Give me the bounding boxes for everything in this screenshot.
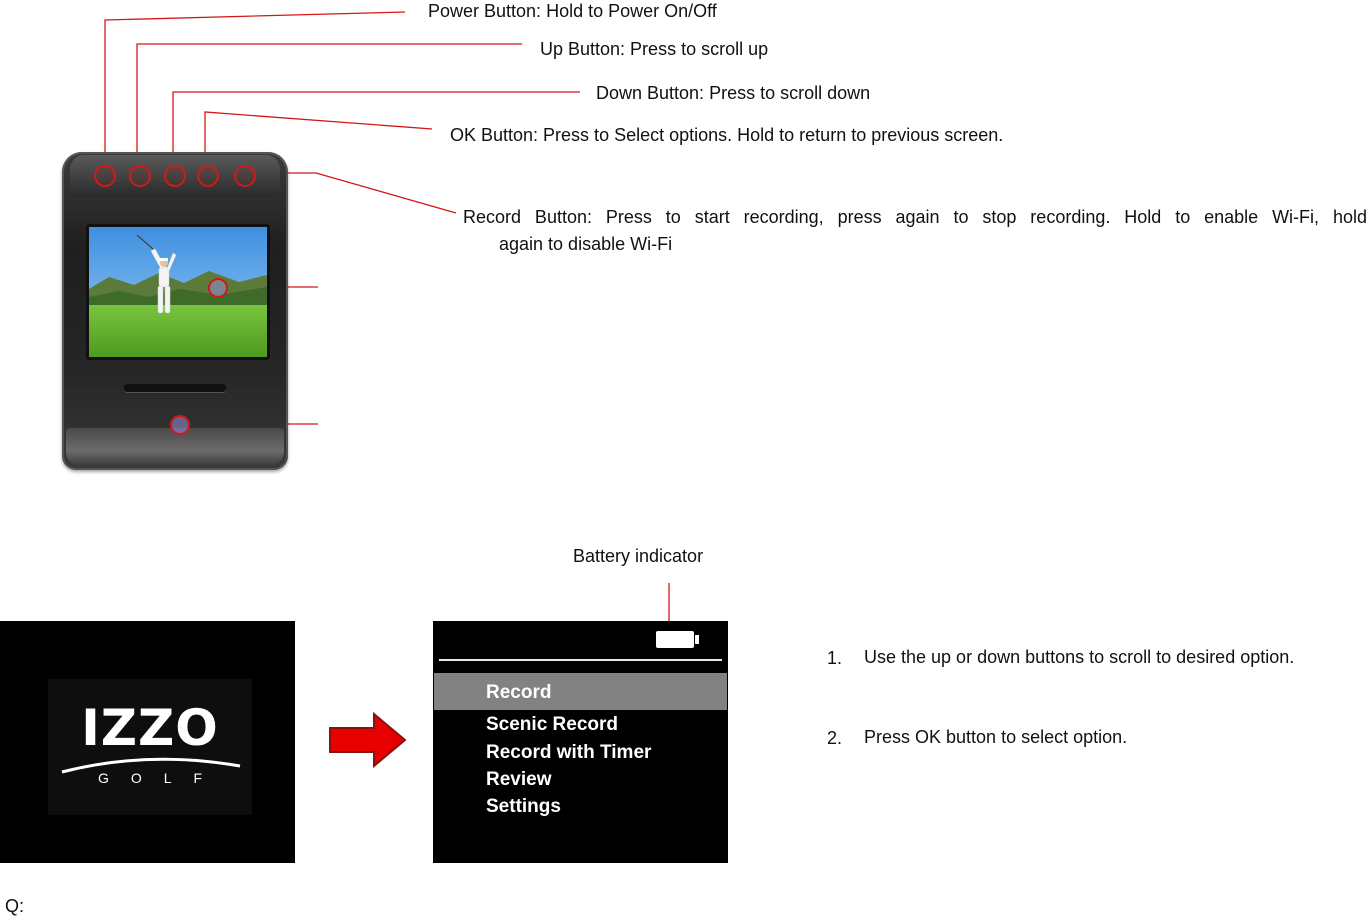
device-screen-golfer-image xyxy=(86,224,270,360)
step-1-number: 1. xyxy=(827,648,843,668)
step-2-number: 2. xyxy=(827,728,843,748)
menu-divider xyxy=(439,659,722,661)
menu-item-record[interactable]: Record xyxy=(486,682,552,703)
logo-swoosh xyxy=(61,757,241,774)
q-label: Q: xyxy=(5,896,25,916)
record-button-callout-line1: Record Button: Press to start recording,… xyxy=(463,207,1367,227)
menu-selection-highlight xyxy=(434,673,727,710)
main-menu-screen xyxy=(433,621,728,863)
record-hardware-button xyxy=(234,165,256,187)
ok-hardware-button xyxy=(197,165,219,187)
bottom-marker xyxy=(170,415,190,435)
menu-item-settings[interactable]: Settings xyxy=(486,796,561,817)
down-hardware-button xyxy=(164,165,186,187)
up-button-callout: Up Button: Press to scroll up xyxy=(540,39,769,59)
logo-subtext: GOLF xyxy=(97,770,225,786)
step-1-text: Use the up or down buttons to scroll to … xyxy=(864,647,1295,667)
step-2-text: Press OK button to select option. xyxy=(864,727,1128,747)
power-button-callout: Power Button: Hold to Power On/Off xyxy=(428,1,717,21)
menu-item-record-with-timer[interactable]: Record with Timer xyxy=(486,742,652,763)
menu-item-review[interactable]: Review xyxy=(486,769,552,790)
device-bottom-panel xyxy=(66,428,284,466)
battery-icon xyxy=(656,631,694,648)
menu-item-scenic-record[interactable]: Scenic Record xyxy=(486,714,618,735)
ok-button-callout: OK Button: Press to Select options. Hold… xyxy=(450,125,1004,145)
izzo-golf-logo xyxy=(48,679,252,815)
down-button-callout: Down Button: Press to scroll down xyxy=(596,83,871,103)
golfer-photo xyxy=(89,227,267,357)
battery-indicator-callout: Battery indicator xyxy=(573,546,704,566)
power-hardware-button xyxy=(94,165,116,187)
up-hardware-button xyxy=(129,165,151,187)
right-arrow-icon xyxy=(329,712,407,768)
battery-icon-tip xyxy=(695,635,699,644)
logo-wordmark: IZZO xyxy=(81,699,219,757)
screen-marker xyxy=(208,278,228,298)
device-speaker-slot xyxy=(124,384,226,392)
record-button-callout-line2: again to disable Wi-Fi xyxy=(499,234,673,254)
